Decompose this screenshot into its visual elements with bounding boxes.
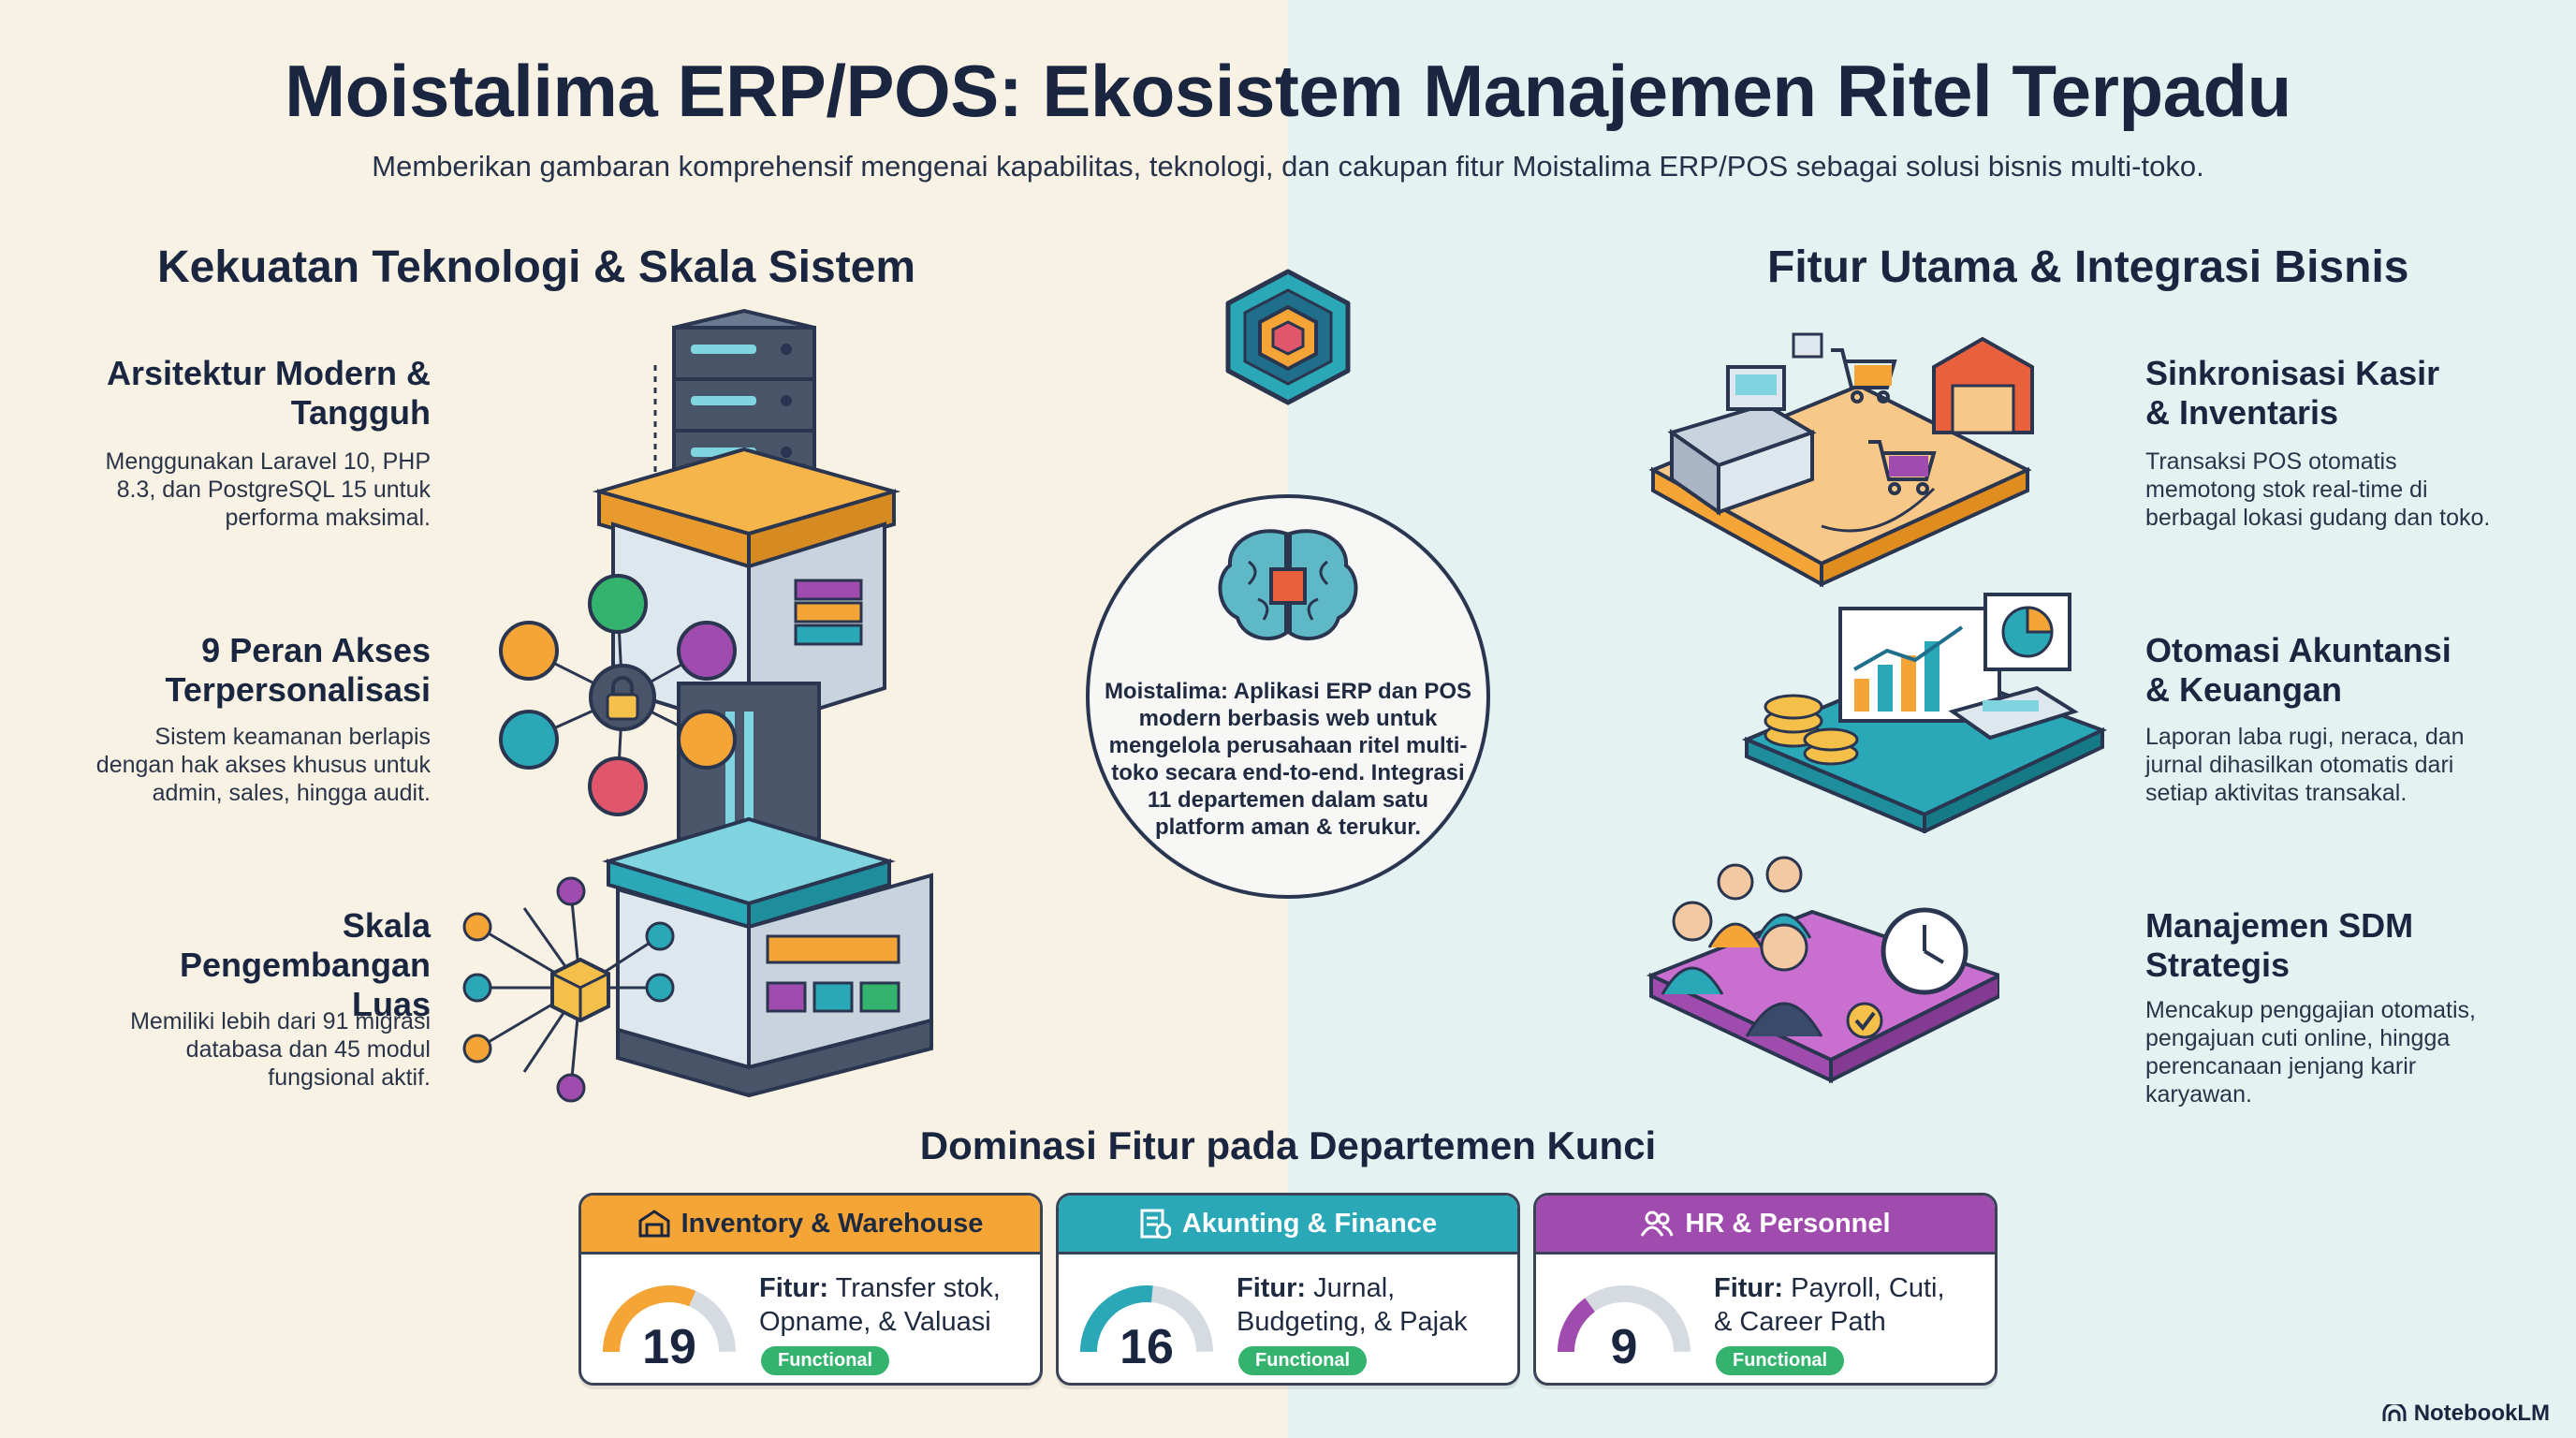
functional-badge: Functional bbox=[1238, 1346, 1368, 1375]
brain-chip-icon bbox=[1218, 529, 1358, 641]
page-title: Moistalima ERP/POS: Ekosistem Manajemen … bbox=[285, 50, 2291, 132]
gauge-value: 9 bbox=[1611, 1320, 1638, 1372]
department-card-finance: Akunting & Finance 16 Fitur: Jurnal, Bud… bbox=[1056, 1193, 1520, 1386]
pos-inventory-illustration bbox=[1648, 332, 2034, 588]
card-title: HR & Personnel bbox=[1685, 1208, 1891, 1239]
cube-icon bbox=[550, 957, 610, 1023]
ledger-icon bbox=[1140, 1209, 1171, 1239]
left-feature-text-1: Menggunakan Laravel 10, PHP 8.3, dan Pos… bbox=[105, 448, 431, 531]
accounting-illustration bbox=[1741, 593, 2108, 833]
hex-logo-icon bbox=[1225, 269, 1351, 405]
clock-icon bbox=[1881, 907, 1969, 995]
right-feature-title-1: Sinkronisasi Kasir & Inventaris bbox=[2145, 354, 2440, 432]
left-section-heading: Kekuatan Teknologi & Skala Sistem bbox=[157, 242, 916, 292]
left-feature-text-3: Memiliki lebih dari 91 migrasi databasa … bbox=[130, 1008, 431, 1091]
card-feature-text: Fitur: Payroll, Cuti, & Career Path bbox=[1714, 1273, 1945, 1337]
warehouse-icon bbox=[638, 1210, 670, 1238]
card-header: Inventory & Warehouse bbox=[581, 1196, 1040, 1255]
checkmark-icon bbox=[1846, 1002, 1883, 1039]
module-network bbox=[462, 876, 675, 1103]
gauge-value: 16 bbox=[1120, 1320, 1174, 1372]
left-feature-title-3: Skala Pengembangan Luas bbox=[179, 906, 431, 1023]
card-header: Akunting & Finance bbox=[1059, 1196, 1517, 1255]
shopping-cart-icon bbox=[1831, 348, 1937, 495]
coins-icon bbox=[1764, 694, 1859, 766]
user-avatar-icon bbox=[499, 574, 737, 816]
card-feature-text: Fitur: Jurnal, Budgeting, & Pajak bbox=[1237, 1273, 1468, 1337]
people-icon bbox=[1641, 1211, 1674, 1237]
server-tower-illustration bbox=[592, 308, 933, 1098]
hr-illustration bbox=[1646, 856, 1999, 1084]
calculator-icon bbox=[1948, 685, 2079, 741]
brand-mark: NotebookLM bbox=[2382, 1401, 2550, 1427]
right-feature-title-2: Otomasi Akuntansi & Keuangan bbox=[2145, 631, 2452, 709]
dominance-heading: Dominasi Fitur pada Departemen Kunci bbox=[919, 1123, 1657, 1167]
access-roles-network bbox=[499, 574, 737, 816]
right-feature-text-1: Transaksi POS otomatis memotong stok rea… bbox=[2145, 448, 2491, 531]
card-header: HR & Personnel bbox=[1536, 1196, 1995, 1255]
cash-register-icon bbox=[1667, 332, 1823, 516]
department-card-inventory: Inventory & Warehouse 19 Fitur: Transfer… bbox=[578, 1193, 1043, 1386]
right-feature-text-3: Mencakup penggajian otomatis, pengajuan … bbox=[2145, 997, 2477, 1108]
functional-badge: Functional bbox=[1716, 1346, 1845, 1375]
center-summary-text: Moistalima: Aplikasi ERP dan POS modern … bbox=[1104, 679, 1472, 840]
gauge: 16 bbox=[1079, 1284, 1213, 1372]
gauge: 9 bbox=[1557, 1284, 1690, 1372]
card-feature-text: Fitur: Transfer stok, Opname, & Valuasi bbox=[759, 1273, 1001, 1337]
right-section-heading: Fitur Utama & Integrasi Bisnis bbox=[1767, 242, 2409, 292]
page-subtitle: Memberikan gambaran komprehensif mengena… bbox=[372, 150, 2204, 183]
gauge: 19 bbox=[602, 1284, 736, 1372]
right-feature-title-3: Manajemen SDM Strategis bbox=[2145, 906, 2414, 984]
functional-badge: Functional bbox=[761, 1346, 890, 1375]
left-feature-title-1: Arsitektur Modern & Tangguh bbox=[106, 354, 431, 432]
left-feature-title-2: 9 Peran Akses Terpersonalisasi bbox=[165, 631, 431, 709]
gauge-value: 19 bbox=[642, 1320, 696, 1372]
department-card-hr: HR & Personnel 9 Fitur: Payroll, Cuti, &… bbox=[1533, 1193, 1998, 1386]
warehouse-icon bbox=[1932, 336, 2034, 434]
right-feature-text-2: Laporan laba rugi, neraca, dan jurnal di… bbox=[2145, 724, 2465, 806]
pie-chart-icon bbox=[1983, 593, 2071, 671]
people-icon bbox=[1661, 856, 1823, 1037]
card-title: Inventory & Warehouse bbox=[681, 1208, 984, 1239]
brand-label: NotebookLM bbox=[2413, 1401, 2550, 1426]
chart-screen-icon bbox=[1838, 607, 2001, 723]
notebooklm-logo-icon bbox=[2382, 1404, 2407, 1421]
left-feature-text-2: Sistem keamanan berlapis dengan hak akse… bbox=[95, 724, 431, 806]
lock-icon bbox=[606, 676, 639, 721]
card-title: Akunting & Finance bbox=[1181, 1208, 1438, 1239]
